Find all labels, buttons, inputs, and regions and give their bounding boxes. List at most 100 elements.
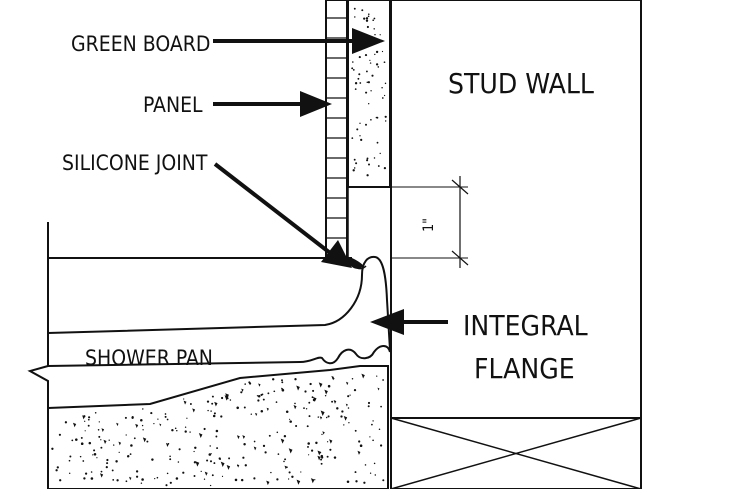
texture-dot (240, 478, 244, 482)
texture-aggregate (101, 428, 105, 432)
texture-aggregate (333, 400, 337, 404)
texture-dot (359, 82, 362, 84)
texture-dot (115, 460, 118, 463)
texture-dot (193, 450, 195, 453)
label-panel: PANEL (143, 93, 203, 117)
texture-dot (206, 400, 210, 403)
texture-dot (165, 484, 168, 487)
texture-dot (304, 390, 307, 393)
texture-dot (368, 103, 370, 105)
texture-dot (367, 401, 371, 405)
texture-dot (88, 416, 91, 419)
texture-dot (97, 429, 100, 431)
texture-dot (294, 378, 297, 381)
texture-aggregate (361, 373, 365, 379)
texture-dot (221, 396, 224, 400)
texture-dot (351, 67, 354, 70)
texture-dot (131, 416, 134, 419)
texture-dot (79, 455, 82, 458)
texture-dot (319, 451, 322, 454)
texture-dot (248, 381, 251, 384)
texture-dot (211, 474, 214, 477)
texture-dot (55, 469, 58, 472)
texture-dot (87, 424, 90, 427)
texture-dot (146, 440, 149, 443)
texture-dot (351, 378, 354, 380)
texture-dot (210, 410, 212, 412)
texture-dot (370, 118, 372, 121)
texture-aggregate (280, 387, 284, 391)
texture-aggregate (296, 385, 300, 391)
texture-dot (372, 439, 374, 442)
texture-aggregate (116, 422, 119, 427)
texture-dot (220, 415, 223, 418)
texture-dot (348, 422, 350, 424)
texture-dot (272, 378, 275, 381)
texture-dot (281, 388, 285, 392)
texture-dot (288, 471, 291, 474)
texture-dot (312, 389, 315, 392)
texture-aggregate (322, 431, 325, 435)
texture-aggregate (236, 464, 240, 468)
texture-aggregate (280, 438, 285, 444)
texture-dot (373, 17, 376, 20)
texture-aggregate (324, 389, 328, 395)
texture-dot (327, 415, 330, 418)
texture-dot (64, 421, 68, 424)
texture-dot (94, 412, 97, 414)
texture-dot (216, 447, 219, 450)
texture-dot (58, 433, 61, 436)
texture-aggregate (82, 415, 85, 420)
texture-dot (375, 63, 379, 66)
texture-dot (129, 453, 132, 455)
texture-dot (211, 402, 214, 405)
texture-dot (284, 458, 287, 461)
texture-aggregate (255, 412, 258, 417)
texture-dot (193, 461, 197, 464)
texture-aggregate (357, 450, 361, 455)
texture-dot (260, 409, 264, 413)
texture-aggregate (225, 393, 229, 399)
texture-dot (243, 406, 246, 409)
texture-dot (133, 437, 136, 440)
texture-dot (135, 475, 139, 478)
texture-dot (281, 381, 284, 384)
texture-aggregate (198, 433, 203, 439)
texture-dot (375, 50, 379, 54)
texture-aggregate (192, 408, 196, 413)
texture-aggregate (204, 471, 208, 476)
texture-dot (200, 470, 202, 473)
texture-dot (142, 408, 144, 410)
texture-aggregate (317, 450, 321, 456)
texture-dot (236, 406, 239, 410)
texture-dot (383, 94, 386, 97)
texture-dot (381, 87, 383, 89)
texture-dot (141, 424, 144, 427)
texture-aggregate (266, 407, 269, 411)
texture-dot (364, 54, 368, 57)
texture-dot (169, 481, 172, 484)
texture-dot (364, 464, 367, 466)
texture-aggregate (129, 476, 132, 481)
texture-dot (186, 417, 188, 419)
texture-dot (360, 138, 363, 142)
texture-dot (211, 395, 214, 398)
texture-dot (320, 462, 323, 465)
texture-dot (324, 394, 327, 397)
texture-dot (100, 439, 102, 441)
texture-dot (283, 460, 285, 463)
texture-aggregate (236, 435, 240, 440)
texture-dot (305, 408, 308, 410)
texture-dot (310, 449, 314, 452)
texture-dot (283, 434, 287, 438)
texture-dot (141, 478, 144, 481)
texture-dot (382, 379, 385, 381)
texture-aggregate (220, 461, 225, 468)
texture-dot (376, 375, 378, 377)
texture-dot (209, 460, 213, 463)
green-board (347, 0, 391, 188)
texture-aggregate (310, 478, 315, 484)
texture-dot (352, 169, 355, 172)
texture-dot (87, 418, 90, 421)
texture-dot (320, 454, 324, 458)
